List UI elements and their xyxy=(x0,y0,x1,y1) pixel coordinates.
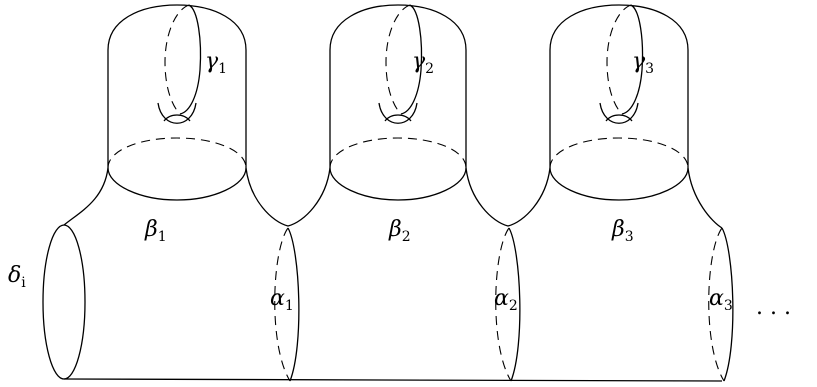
gamma-3-label: γ3 xyxy=(632,49,654,77)
alpha-2-label: α2 xyxy=(494,286,518,314)
delta-label: δi xyxy=(8,263,26,291)
saddle-1-2 xyxy=(245,167,331,227)
alpha-1-label: α1 xyxy=(270,286,294,314)
handle-3 xyxy=(549,4,689,201)
alpha-2-curve xyxy=(495,227,521,382)
handle-2 xyxy=(329,4,467,201)
beta-2-label: β2 xyxy=(388,217,411,245)
saddle-2-3 xyxy=(465,167,551,227)
beta-1-label: β1 xyxy=(144,217,167,245)
ellipsis: . . . xyxy=(756,295,791,320)
beta-3-label: β3 xyxy=(611,217,634,245)
delta-boundary-circle xyxy=(42,224,86,380)
alpha-3-label: α3 xyxy=(709,286,733,314)
alpha-1-curve xyxy=(274,227,300,382)
gamma-2-label: γ2 xyxy=(412,49,434,77)
tube-top-left-curve xyxy=(63,167,109,226)
alpha-3-curve xyxy=(708,227,734,382)
gamma-1-label: γ1 xyxy=(205,49,227,77)
tube-top-right-curve xyxy=(687,167,723,229)
handle-1 xyxy=(107,4,247,201)
tube-bottom-edge xyxy=(63,378,723,382)
